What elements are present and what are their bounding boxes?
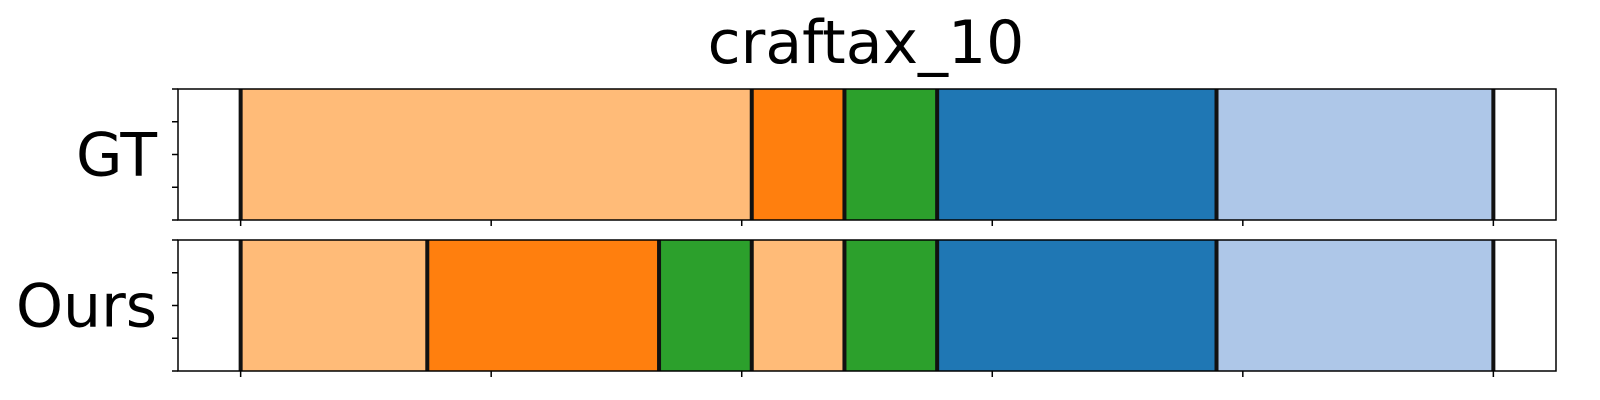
chart-title: craftax_10: [708, 8, 1025, 78]
segment-1-6: [1216, 240, 1494, 371]
segment-1-4: [844, 240, 938, 371]
segment-1-5: [937, 240, 1217, 371]
segment-1-1: [427, 240, 660, 371]
segment-0-1: [751, 89, 845, 220]
timeline-row-0: GT: [76, 88, 1557, 226]
segment-0-0: [240, 89, 752, 220]
timeline-rows: GT Ours: [16, 88, 1557, 377]
segment-0-3: [937, 89, 1217, 220]
segment-1-2: [659, 240, 752, 371]
segment-0-4: [1216, 89, 1494, 220]
segment-0-2: [844, 89, 938, 220]
row-label-0: GT: [76, 121, 157, 191]
segment-1-0: [240, 240, 428, 371]
timeline-row-1: Ours: [16, 239, 1557, 377]
row-label-1: Ours: [16, 272, 157, 342]
segment-1-3: [751, 240, 845, 371]
